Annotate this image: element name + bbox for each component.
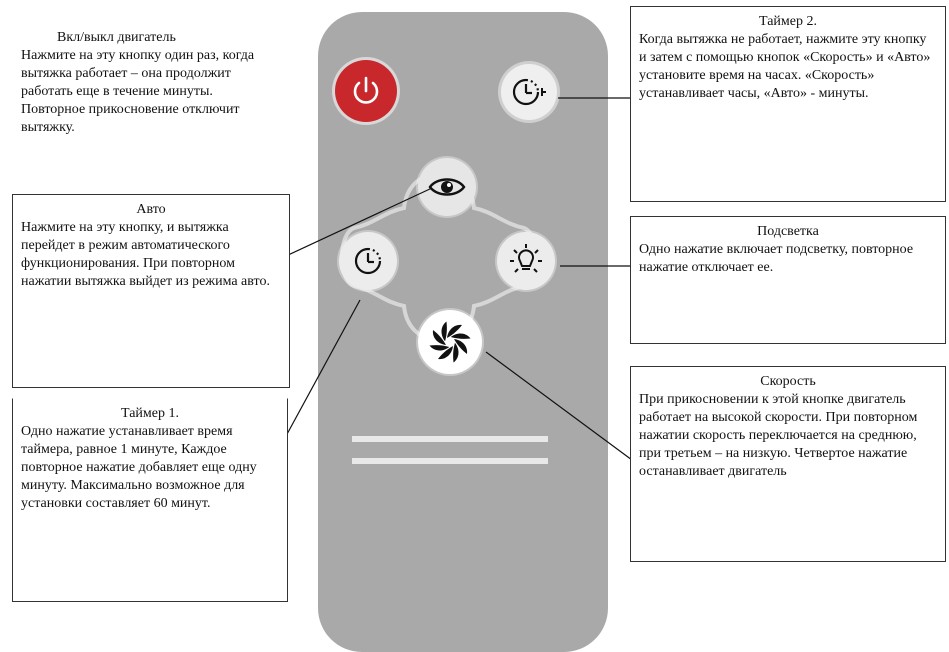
decor-stripe-top (352, 436, 548, 442)
power-button[interactable] (335, 60, 397, 122)
callout-auto-title: Авто (136, 202, 166, 217)
callout-timer-1: Таймер 1. Одно нажатие устанавливает вре… (12, 398, 288, 602)
callout-power: Вкл/выкл двигатель Нажмите на эту кнопку… (12, 22, 282, 188)
timer-icon (354, 247, 382, 275)
callout-speed-text: При прикосновении к этой кнопке двигател… (639, 391, 918, 479)
timer-1-button[interactable] (339, 232, 397, 290)
light-bulb-icon (510, 244, 542, 273)
light-button[interactable] (497, 232, 555, 290)
callout-auto-text: Нажмите на эту кнопку, и вытяжка перейде… (21, 219, 270, 289)
callout-timer-1-text: Одно нажатие устанавливает время таймера… (21, 423, 257, 511)
callout-timer-2-text: Когда вытяжка не работает, нажмите эту к… (639, 31, 931, 101)
timer-2-button[interactable] (501, 64, 557, 120)
callout-timer-1-title: Таймер 1. (121, 406, 179, 421)
decor-stripe-bottom (352, 458, 548, 464)
callout-light-title: Подсветка (757, 224, 819, 239)
callout-speed: Скорость При прикосновении к этой кнопке… (630, 366, 946, 562)
callout-speed-title: Скорость (760, 374, 816, 389)
callout-light: Подсветка Одно нажатие включает подсветк… (630, 216, 946, 344)
callout-power-title: Вкл/выкл двигатель (57, 30, 176, 45)
callout-timer-2: Таймер 2. Когда вытяжка не работает, наж… (630, 6, 946, 202)
callout-timer-2-title: Таймер 2. (759, 14, 817, 29)
timer-hours-icon (512, 78, 546, 106)
fan-icon (429, 321, 471, 363)
power-icon (353, 76, 379, 104)
eye-icon (428, 178, 466, 196)
callout-auto: Авто Нажмите на эту кнопку, и вытяжка пе… (12, 194, 290, 388)
callout-power-text: Нажмите на эту кнопку один раз, когда вы… (21, 47, 255, 135)
callout-light-text: Одно нажатие включает подсветку, повторн… (639, 241, 914, 275)
auto-button[interactable] (418, 158, 476, 216)
speed-button[interactable] (418, 310, 482, 374)
